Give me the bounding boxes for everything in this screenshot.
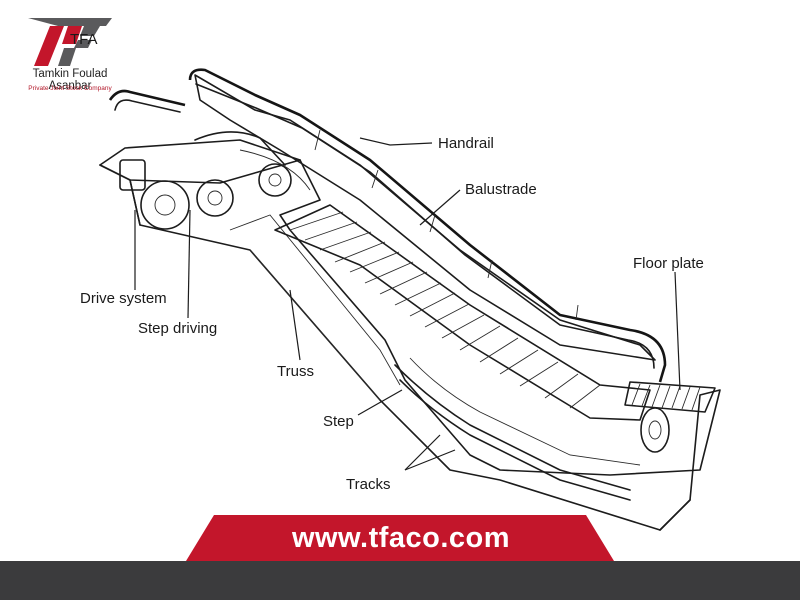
label-handrail: Handrail <box>438 135 494 152</box>
company-subtitle: Private Joint Stock Company <box>28 85 112 92</box>
logo-letters: TFA <box>70 31 98 48</box>
label-tracks: Tracks <box>346 476 390 493</box>
label-balustrade: Balustrade <box>465 181 537 198</box>
escalator-illustration <box>99 68 721 531</box>
footer-banner <box>0 515 800 600</box>
drive-machinery <box>119 131 311 230</box>
label-truss: Truss <box>277 363 314 380</box>
company-name: Tamkin Foulad Asanbar <box>32 68 108 92</box>
label-step-driving: Step driving <box>138 320 217 337</box>
leader-lines <box>134 137 681 471</box>
website-link[interactable]: www.tfaco.com <box>291 522 511 554</box>
escalator-steps <box>274 204 651 421</box>
label-drive-system: Drive system <box>80 290 167 307</box>
label-step: Step <box>323 413 354 430</box>
label-floor-plate: Floor plate <box>633 255 704 272</box>
company-logo: TFA <box>28 18 112 66</box>
